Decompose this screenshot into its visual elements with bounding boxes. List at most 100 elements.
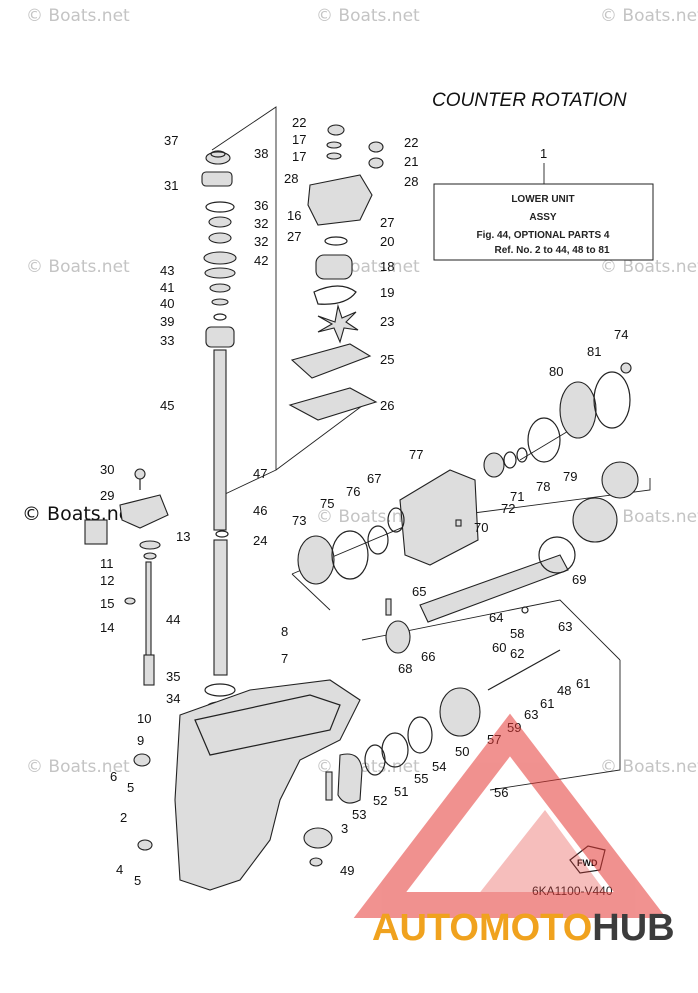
callout-label: 26 <box>380 398 394 413</box>
callout-labels: 37 38 31 36 32 32 42 43 41 40 39 33 45 2… <box>100 115 628 888</box>
watermark-text: © Boats.net <box>316 507 420 527</box>
callout-label: 28 <box>284 171 298 186</box>
info-box-line1: LOWER UNIT <box>511 194 574 205</box>
callout-label: 30 <box>100 462 114 477</box>
callout-label: 38 <box>254 146 268 161</box>
callout-label: 61 <box>540 696 554 711</box>
brand-part-1: AUTO <box>372 907 479 949</box>
callout-label: 12 <box>100 573 114 588</box>
automotohub-logo-mark <box>353 713 667 918</box>
callout-label: 76 <box>346 484 360 499</box>
callout-label: 19 <box>380 285 394 300</box>
callout-label: 18 <box>380 259 394 274</box>
watermark-text: © Boats.net <box>600 257 698 277</box>
info-box-line3: Fig. 44, OPTIONAL PARTS 4 <box>477 230 610 241</box>
callout-label: 63 <box>524 707 538 722</box>
brand-part-2: MOTO <box>479 907 592 949</box>
watermark-text: © Boats.net <box>316 6 420 26</box>
callout-label: 58 <box>510 626 524 641</box>
shift-rod-assembly <box>84 468 169 686</box>
callout-label: 14 <box>100 620 114 635</box>
callout-label: 5 <box>134 873 141 888</box>
callout-label: 8 <box>281 624 288 639</box>
brand-part-3: HUB <box>592 907 674 949</box>
callout-label: 29 <box>100 488 114 503</box>
callout-label: 9 <box>137 733 144 748</box>
callout-label: 73 <box>292 513 306 528</box>
callout-label: 11 <box>100 556 114 571</box>
callout-label: 62 <box>510 646 524 661</box>
callout-label: 48 <box>557 683 571 698</box>
callout-label: 6 <box>110 769 117 784</box>
callout-label: 27 <box>380 215 394 230</box>
callout-label: 49 <box>340 863 354 878</box>
fwd-label: FWD <box>577 858 598 868</box>
callout-label: 43 <box>160 263 174 278</box>
callout-label: 53 <box>352 807 366 822</box>
callout-label: 74 <box>614 327 628 342</box>
propeller-shaft-assembly <box>364 461 639 776</box>
callout-label: 31 <box>164 178 178 193</box>
watermark-text: © Boats.net <box>26 757 130 777</box>
callout-label: 20 <box>380 234 394 249</box>
callout-label: 42 <box>254 253 268 268</box>
callout-label: 71 <box>510 489 524 504</box>
callout-label: 79 <box>563 469 577 484</box>
callout-label: 4 <box>116 862 123 877</box>
info-box-ref-number: 1 <box>540 146 547 161</box>
callout-label: 5 <box>127 780 134 795</box>
callout-label: 45 <box>160 398 174 413</box>
callout-label: 13 <box>176 529 190 544</box>
info-box-line4: Ref. No. 2 to 44, 48 to 81 <box>494 245 609 256</box>
callout-label: 68 <box>398 661 412 676</box>
callout-label: 15 <box>100 596 114 611</box>
callout-label: 23 <box>380 314 394 329</box>
callout-label: 46 <box>253 503 267 518</box>
diagram-title: COUNTER ROTATION <box>432 90 627 111</box>
callout-label: 22 <box>404 135 418 150</box>
callout-label: 40 <box>160 296 174 311</box>
callout-label: 16 <box>287 208 301 223</box>
assembly-frame-lines <box>211 106 651 791</box>
watermark-text: © Boats.net <box>26 257 130 277</box>
brand-logo-text: AUTOMOTOHUB <box>372 907 675 949</box>
callout-label: 78 <box>536 479 550 494</box>
driveshaft-stack <box>201 124 384 713</box>
callout-label: 36 <box>254 198 268 213</box>
callout-label: 67 <box>367 471 381 486</box>
callout-label: 3 <box>341 821 348 836</box>
callout-label: 47 <box>253 466 267 481</box>
callout-label: 25 <box>380 352 394 367</box>
callout-label: 69 <box>572 572 586 587</box>
callout-label: 7 <box>281 651 288 666</box>
callout-label: 75 <box>320 496 334 511</box>
callout-label: 52 <box>373 793 387 808</box>
callout-label: 44 <box>166 612 180 627</box>
bearing-carrier-assembly <box>297 362 632 616</box>
watermark-text-dark: © Boats.net <box>22 503 138 525</box>
callout-label: 35 <box>166 669 180 684</box>
watermark-text: © Boats.net <box>26 6 130 26</box>
callout-label: 2 <box>120 810 127 825</box>
callout-label: 34 <box>166 691 180 706</box>
callout-label: 24 <box>253 533 267 548</box>
callout-label: 55 <box>414 771 428 786</box>
callout-label: 64 <box>489 610 503 625</box>
watermark-text: © Boats.net <box>600 757 698 777</box>
callout-label: 17 <box>292 149 306 164</box>
callout-label: 27 <box>287 229 301 244</box>
callout-label: 72 <box>501 501 515 516</box>
callout-label: 70 <box>474 520 488 535</box>
callout-label: 10 <box>137 711 151 726</box>
callout-label: 32 <box>254 216 268 231</box>
callout-label: 81 <box>587 344 601 359</box>
lower-case-housing <box>133 679 363 891</box>
callout-label: 22 <box>292 115 306 130</box>
callout-label: 61 <box>576 676 590 691</box>
watermark-layer: © Boats.net © Boats.net © Boats.net © Bo… <box>22 6 698 777</box>
callout-label: 80 <box>549 364 563 379</box>
callout-label: 65 <box>412 584 426 599</box>
callout-label: 77 <box>409 447 423 462</box>
